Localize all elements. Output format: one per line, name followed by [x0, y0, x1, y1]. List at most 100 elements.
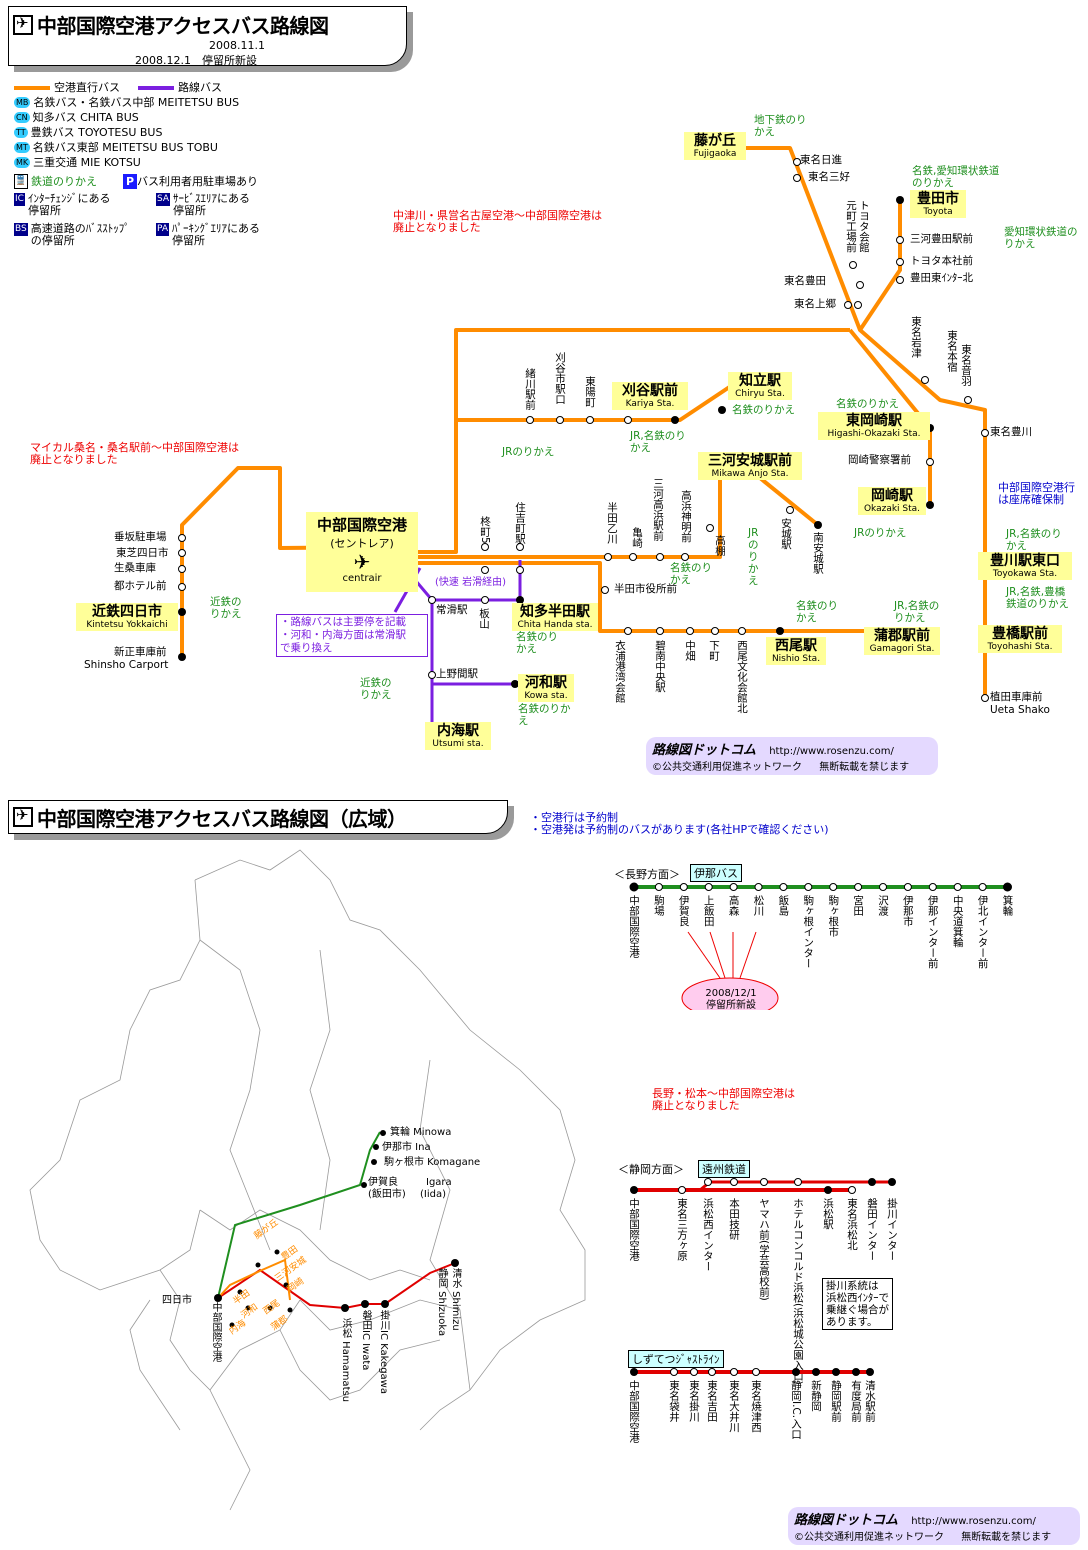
pa-badge: PA: [156, 223, 170, 236]
map-label: (飯田市): [368, 1189, 406, 1200]
wide-title-box: 中部国際空港アクセスバス路線図（広域）: [8, 800, 508, 834]
justline-stop-label: 東名吉田: [706, 1380, 718, 1422]
justline-stop-dot: [866, 1368, 874, 1376]
wide-line-shizuoka: [217, 1262, 456, 1310]
station-en: Gamagori Sta.: [869, 644, 935, 654]
station-en: Kariya Sta.: [625, 399, 675, 409]
stop-label: 安城駅: [780, 518, 792, 550]
nagano-stop-dot: [978, 883, 987, 891]
station-name: 三河安城駅前: [708, 453, 792, 469]
parking-icon: P: [123, 174, 137, 189]
shizuoka-stop-label: 掛川インター: [886, 1198, 898, 1261]
transfer-label: 近鉄のりかえ: [210, 596, 242, 620]
stop-label: 植田車庫前: [990, 691, 1043, 703]
airport-plane-icon: ✈: [353, 550, 371, 574]
stop-label: Ueta Shako: [990, 704, 1050, 716]
transfer-label: 地下鉄のりかえ: [754, 114, 807, 138]
route-note-line2: ・河和・内海方面は常滑駅: [280, 629, 406, 641]
nagano-stop-dot: [729, 883, 738, 891]
stop-label: 東名本宿: [946, 330, 958, 372]
station-name: 西尾駅: [775, 638, 817, 654]
map-label: 伊賀良: [368, 1177, 398, 1188]
nagano-stop-label: 宮田: [852, 895, 865, 916]
justline-stop-label: 清水駅前: [864, 1380, 876, 1422]
sa-label-2: 停留所: [173, 204, 207, 217]
stop-label: 東芝四日市: [116, 547, 169, 559]
new-stop-pointers: [687, 931, 757, 979]
stop-label: 高浜神明前: [680, 490, 692, 543]
map-label: 掛川IC Kakegawa: [378, 1310, 389, 1394]
nagano-stop-label: 箕輪: [1001, 895, 1014, 916]
legend-route-bus: 路線バス: [178, 81, 222, 94]
footer-url[interactable]: http://www.rosenzu.com/: [769, 746, 894, 757]
stop-label: 半田市役所前: [614, 583, 677, 595]
transfer-label: JR,名鉄,豊橋鉄道のりかえ: [1006, 586, 1069, 610]
nagano-stop-dot: [779, 883, 788, 891]
stop-label: 住吉町駅: [514, 502, 526, 544]
note-mycal-line1: マイカル桑名・桑名駅前～中部国際空港は: [30, 441, 239, 454]
station-en: Kowa sta.: [524, 691, 568, 701]
stop-label: 亀崎: [631, 527, 643, 548]
date-2: 2008.12.1 停留所新設: [135, 54, 257, 67]
legend-rail-transfer: 鉄道のりかえ: [31, 175, 97, 188]
ic-label-2: 停留所: [27, 204, 61, 217]
stop-label: 東陽町: [584, 376, 596, 408]
pa-label: ﾊﾟｰｷﾝｸﾞｴﾘｱにある: [172, 222, 261, 235]
kakegawa-note: 掛川系統は 浜松西ｲﾝﾀｰで 乗継ぐ場合が あります。: [822, 1278, 893, 1330]
shizuoka-stop-label: 本田技研: [728, 1198, 740, 1240]
map-label: 浜松 Hamamatsu: [340, 1318, 351, 1403]
nagano-stop-label: 中部国際空港: [628, 895, 640, 958]
note-nagano-line2: 廃止となりました: [652, 1099, 740, 1112]
nagano-stop-label: 伊北インター前: [976, 895, 989, 969]
nagano-stop-dot: [928, 883, 937, 891]
stop-label: 東名三好: [808, 171, 850, 183]
line-anjo: [758, 476, 820, 527]
prefecture-outlines: [29, 849, 586, 1511]
wide-map-dots: [214, 1130, 459, 1328]
airplane-icon: [13, 14, 33, 35]
nagano-stop-label: 駒ヶ根市: [827, 895, 840, 937]
operator-badge: MK: [14, 157, 31, 168]
justline-stop-label: 中部国際空港: [628, 1380, 640, 1443]
nagano-stop-label: 沢渡: [877, 895, 889, 916]
nagano-stop-label: 伊那インター前: [926, 895, 939, 969]
stop-label: 東名上郷: [794, 298, 836, 310]
footer-url-2[interactable]: http://www.rosenzu.com/: [911, 1516, 1036, 1527]
stop-label: 新正車庫前: [114, 646, 167, 658]
stop-label: 三河高浜駅前: [652, 478, 664, 541]
note-nakatsugawa-line2: 廃止となりました: [393, 221, 481, 234]
shizuoka-stop-dot: [824, 1186, 832, 1194]
map-label: 四日市: [162, 1295, 192, 1306]
entetsu-label: 遠州鉄道: [698, 1160, 750, 1178]
bs-badge: BS: [14, 223, 28, 236]
transfer-label: 名鉄のりかえ: [670, 562, 712, 586]
transfer-label: JRのりかえ: [502, 446, 555, 458]
operator-badge: MB: [14, 97, 31, 108]
shizuoka-stop-dot: [848, 1186, 856, 1194]
transfer-label: 名鉄,愛知環状鉄道: [912, 165, 1000, 177]
station-en: Toyota: [923, 207, 953, 217]
nagano-stop-dot: [654, 883, 663, 891]
station-name: 豊川駅東口: [990, 553, 1060, 569]
justline-dots: [630, 1368, 874, 1376]
station-name: 岡崎駅: [871, 488, 913, 504]
station-en: Kintetsu Yokkaichi: [86, 620, 168, 630]
note-nagano-line1: 長野・松本～中部国際空港は: [652, 1087, 795, 1100]
operator-badge: TT: [14, 127, 28, 138]
transfer-label: 名鉄のりかえ: [518, 703, 571, 727]
stop-label: 東名岩津: [910, 316, 922, 358]
station-en: Okazaki Sta.: [863, 504, 921, 514]
station-name: 知多半田駅: [520, 604, 590, 620]
shizuoka-stop-dot: [760, 1178, 768, 1186]
stop-label: 板山: [478, 608, 490, 629]
shizuoka-stop-dot: [630, 1186, 638, 1194]
stop-label: 下町: [708, 640, 720, 661]
airport-sub: (セントレア): [330, 537, 394, 550]
justline-stop-label: 有度局前: [850, 1380, 862, 1422]
